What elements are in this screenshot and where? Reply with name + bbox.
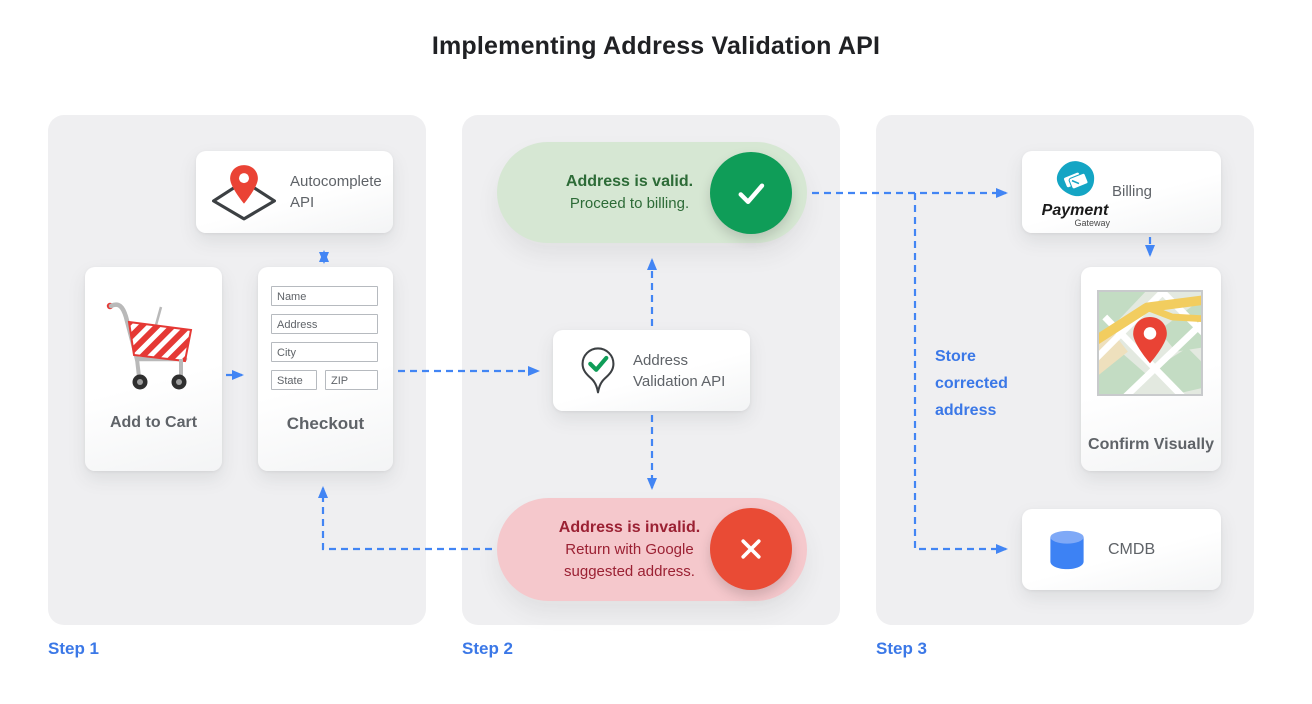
- billing-node: Payment Gateway Billing: [1022, 151, 1221, 233]
- step2-label: Step 2: [462, 639, 514, 658]
- checkout-node: Name Address City State ZIP Checkout: [258, 267, 393, 471]
- step1-label: Step 1: [48, 639, 100, 658]
- address-invalid-headline: Address is invalid.: [558, 518, 701, 536]
- confirm-visually-label: Confirm Visually: [1088, 436, 1214, 453]
- cmdb-label: CMDB: [1108, 540, 1156, 558]
- step3-label: Step 3: [876, 639, 928, 658]
- add-to-cart-label: Add to Cart: [109, 414, 198, 431]
- address-valid-node: Address is valid. Proceed to billing.: [497, 142, 807, 243]
- cmdb-node: CMDB: [1022, 509, 1221, 590]
- address-invalid-node: Address is invalid. Return with Google s…: [497, 498, 807, 601]
- payment-logo-primary: Payment: [1041, 202, 1109, 219]
- state-field[interactable]: State: [271, 370, 317, 390]
- address-field[interactable]: Address: [271, 314, 378, 334]
- billing-label: Billing: [1112, 183, 1153, 200]
- shopping-cart-icon: [101, 293, 206, 395]
- autocomplete-api-node: Autocomplete API: [196, 151, 393, 233]
- pin-check-icon: [579, 346, 617, 396]
- address-validation-api-label: Address Validation API: [633, 351, 726, 390]
- address-validation-api-node: Address Validation API: [553, 330, 750, 411]
- autocomplete-api-label: Autocomplete API: [290, 173, 382, 211]
- page-title: Implementing Address Validation API: [431, 32, 881, 60]
- address-invalid-body: Return with Google suggested address.: [564, 540, 695, 580]
- store-corrected-address-note: Store corrected address: [935, 348, 1008, 419]
- add-to-cart-node: Add to Cart: [85, 267, 222, 471]
- checkout-label: Checkout: [286, 414, 365, 433]
- map-thumbnail-image: [1097, 290, 1203, 396]
- map-pin-diamond-icon: [210, 161, 278, 223]
- check-icon: [710, 152, 792, 234]
- address-invalid-text: Address is invalid. Return with Google s…: [552, 517, 707, 583]
- city-field[interactable]: City: [271, 342, 378, 362]
- confirm-visually-node: Confirm Visually: [1081, 267, 1221, 471]
- name-field[interactable]: Name: [271, 286, 378, 306]
- payment-gateway-icon: Payment Gateway: [1040, 159, 1110, 228]
- address-valid-body: Proceed to billing.: [569, 194, 690, 212]
- database-icon: [1044, 528, 1090, 572]
- x-icon: [710, 508, 792, 590]
- address-valid-text: Address is valid. Proceed to billing.: [552, 171, 707, 215]
- address-valid-headline: Address is valid.: [565, 172, 694, 190]
- zip-field[interactable]: ZIP: [325, 370, 378, 390]
- payment-logo-secondary: Gateway: [1074, 218, 1110, 228]
